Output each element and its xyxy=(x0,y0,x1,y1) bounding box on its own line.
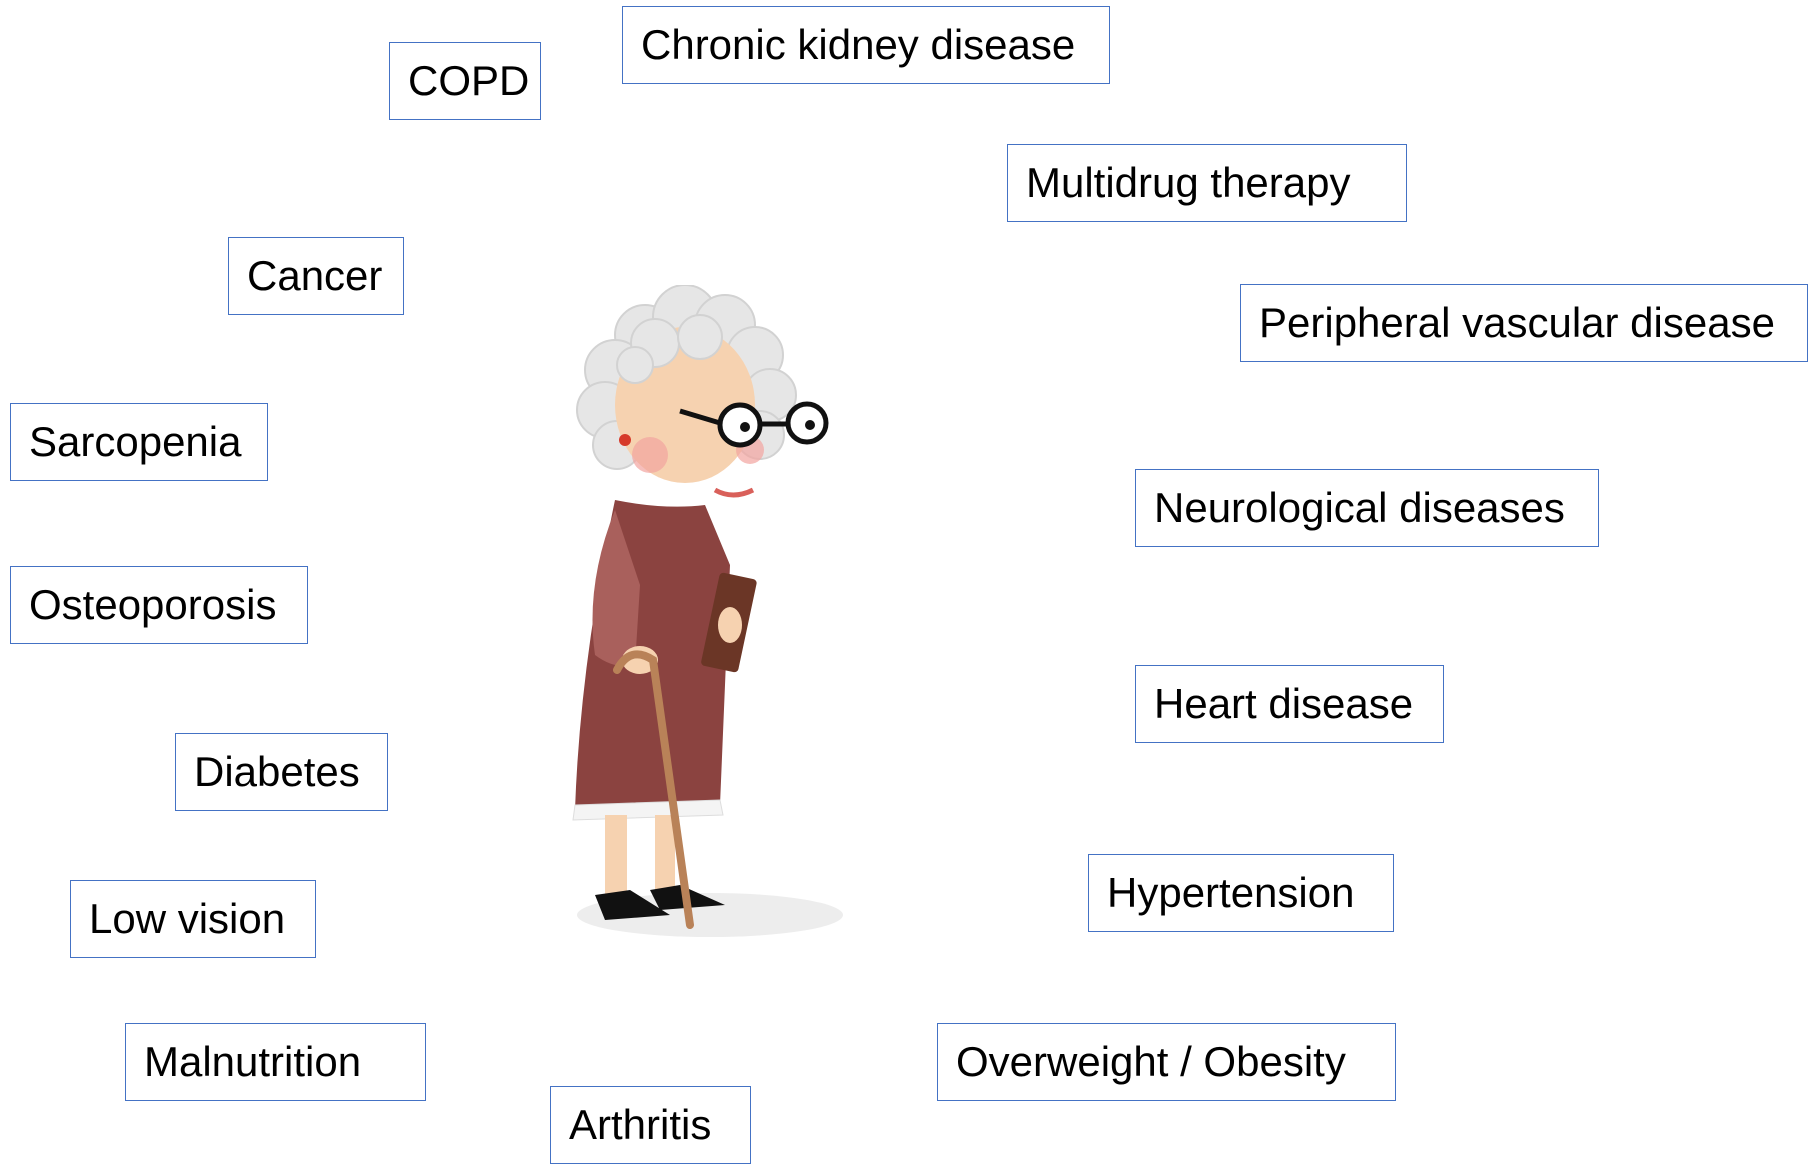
label-diabetes: Diabetes xyxy=(175,733,388,811)
label-malnutrition: Malnutrition xyxy=(125,1023,426,1101)
label-chronic-kidney-disease: Chronic kidney disease xyxy=(622,6,1110,84)
label-osteoporosis: Osteoporosis xyxy=(10,566,308,644)
label-sarcopenia: Sarcopenia xyxy=(10,403,268,481)
label-heart-disease: Heart disease xyxy=(1135,665,1444,743)
label-multidrug-therapy: Multidrug therapy xyxy=(1007,144,1407,222)
shoes xyxy=(595,885,725,920)
elderly-woman-with-cane-icon xyxy=(572,285,843,937)
label-neurological-diseases: Neurological diseases xyxy=(1135,469,1599,547)
label-peripheral-vascular-disease: Peripheral vascular disease xyxy=(1240,284,1808,362)
label-arthritis: Arthritis xyxy=(550,1086,751,1164)
label-copd: COPD xyxy=(389,42,541,120)
label-low-vision: Low vision xyxy=(70,880,316,958)
label-hypertension: Hypertension xyxy=(1088,854,1394,932)
cane xyxy=(613,650,694,929)
arm xyxy=(592,510,640,667)
label-cancer: Cancer xyxy=(228,237,404,315)
label-overweight-obesity: Overweight / Obesity xyxy=(937,1023,1396,1101)
